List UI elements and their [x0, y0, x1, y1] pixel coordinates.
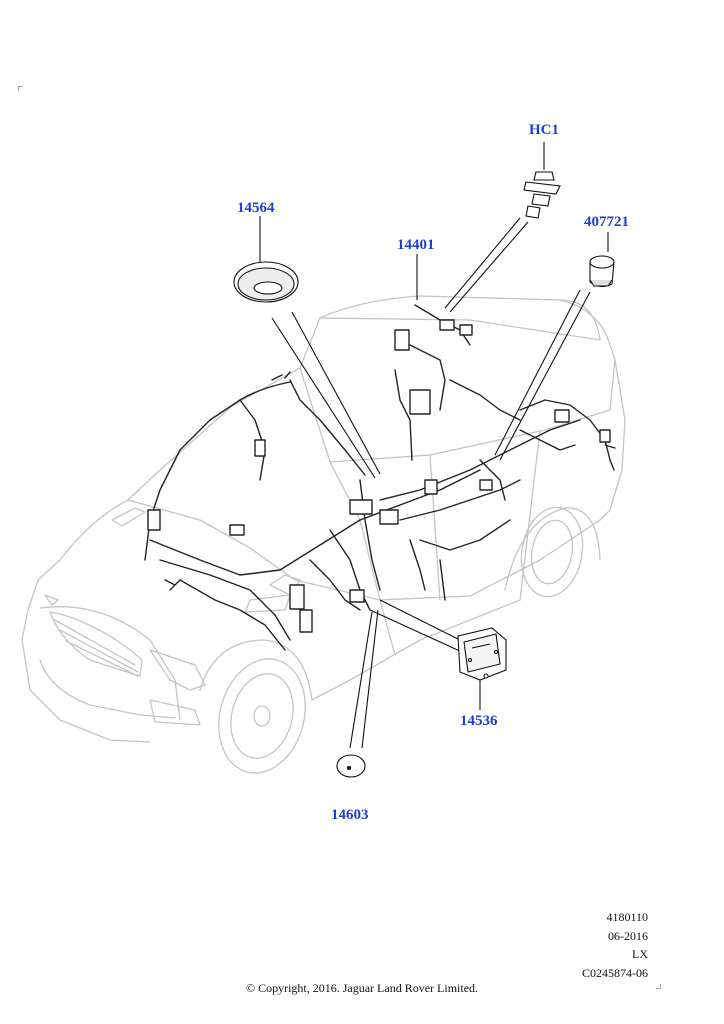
meta-line-1: 4180110: [606, 910, 648, 924]
bracket-14536-part: [457, 627, 507, 681]
hc1-clip-part: [523, 171, 561, 219]
part-label-14536[interactable]: 14536: [460, 713, 498, 729]
part-label-hc1[interactable]: HC1: [529, 122, 559, 138]
meta-block: 4180110 06-2016 LX C0245874-06: [582, 908, 648, 982]
part-label-407721[interactable]: 407721: [584, 214, 629, 230]
meta-line-4: C0245874-06: [582, 965, 648, 980]
cylinder-407721-part: [589, 255, 615, 288]
main-harness: [144, 304, 616, 651]
grommet-14564-part: [233, 261, 299, 303]
part-label-14401[interactable]: 14401: [397, 237, 435, 253]
leader-lines: [259, 142, 609, 749]
crop-mark-bottom-right: [656, 984, 661, 989]
grommet-14603-part: [336, 754, 366, 778]
part-label-14564[interactable]: 14564: [237, 200, 275, 216]
meta-line-3: LX: [632, 947, 648, 961]
meta-line-2: 06-2016: [608, 928, 648, 943]
crop-mark-top-left: [18, 86, 23, 91]
copyright-notice: © Copyright, 2016. Jaguar Land Rover Lim…: [245, 981, 479, 995]
part-label-14603[interactable]: 14603: [331, 807, 369, 823]
